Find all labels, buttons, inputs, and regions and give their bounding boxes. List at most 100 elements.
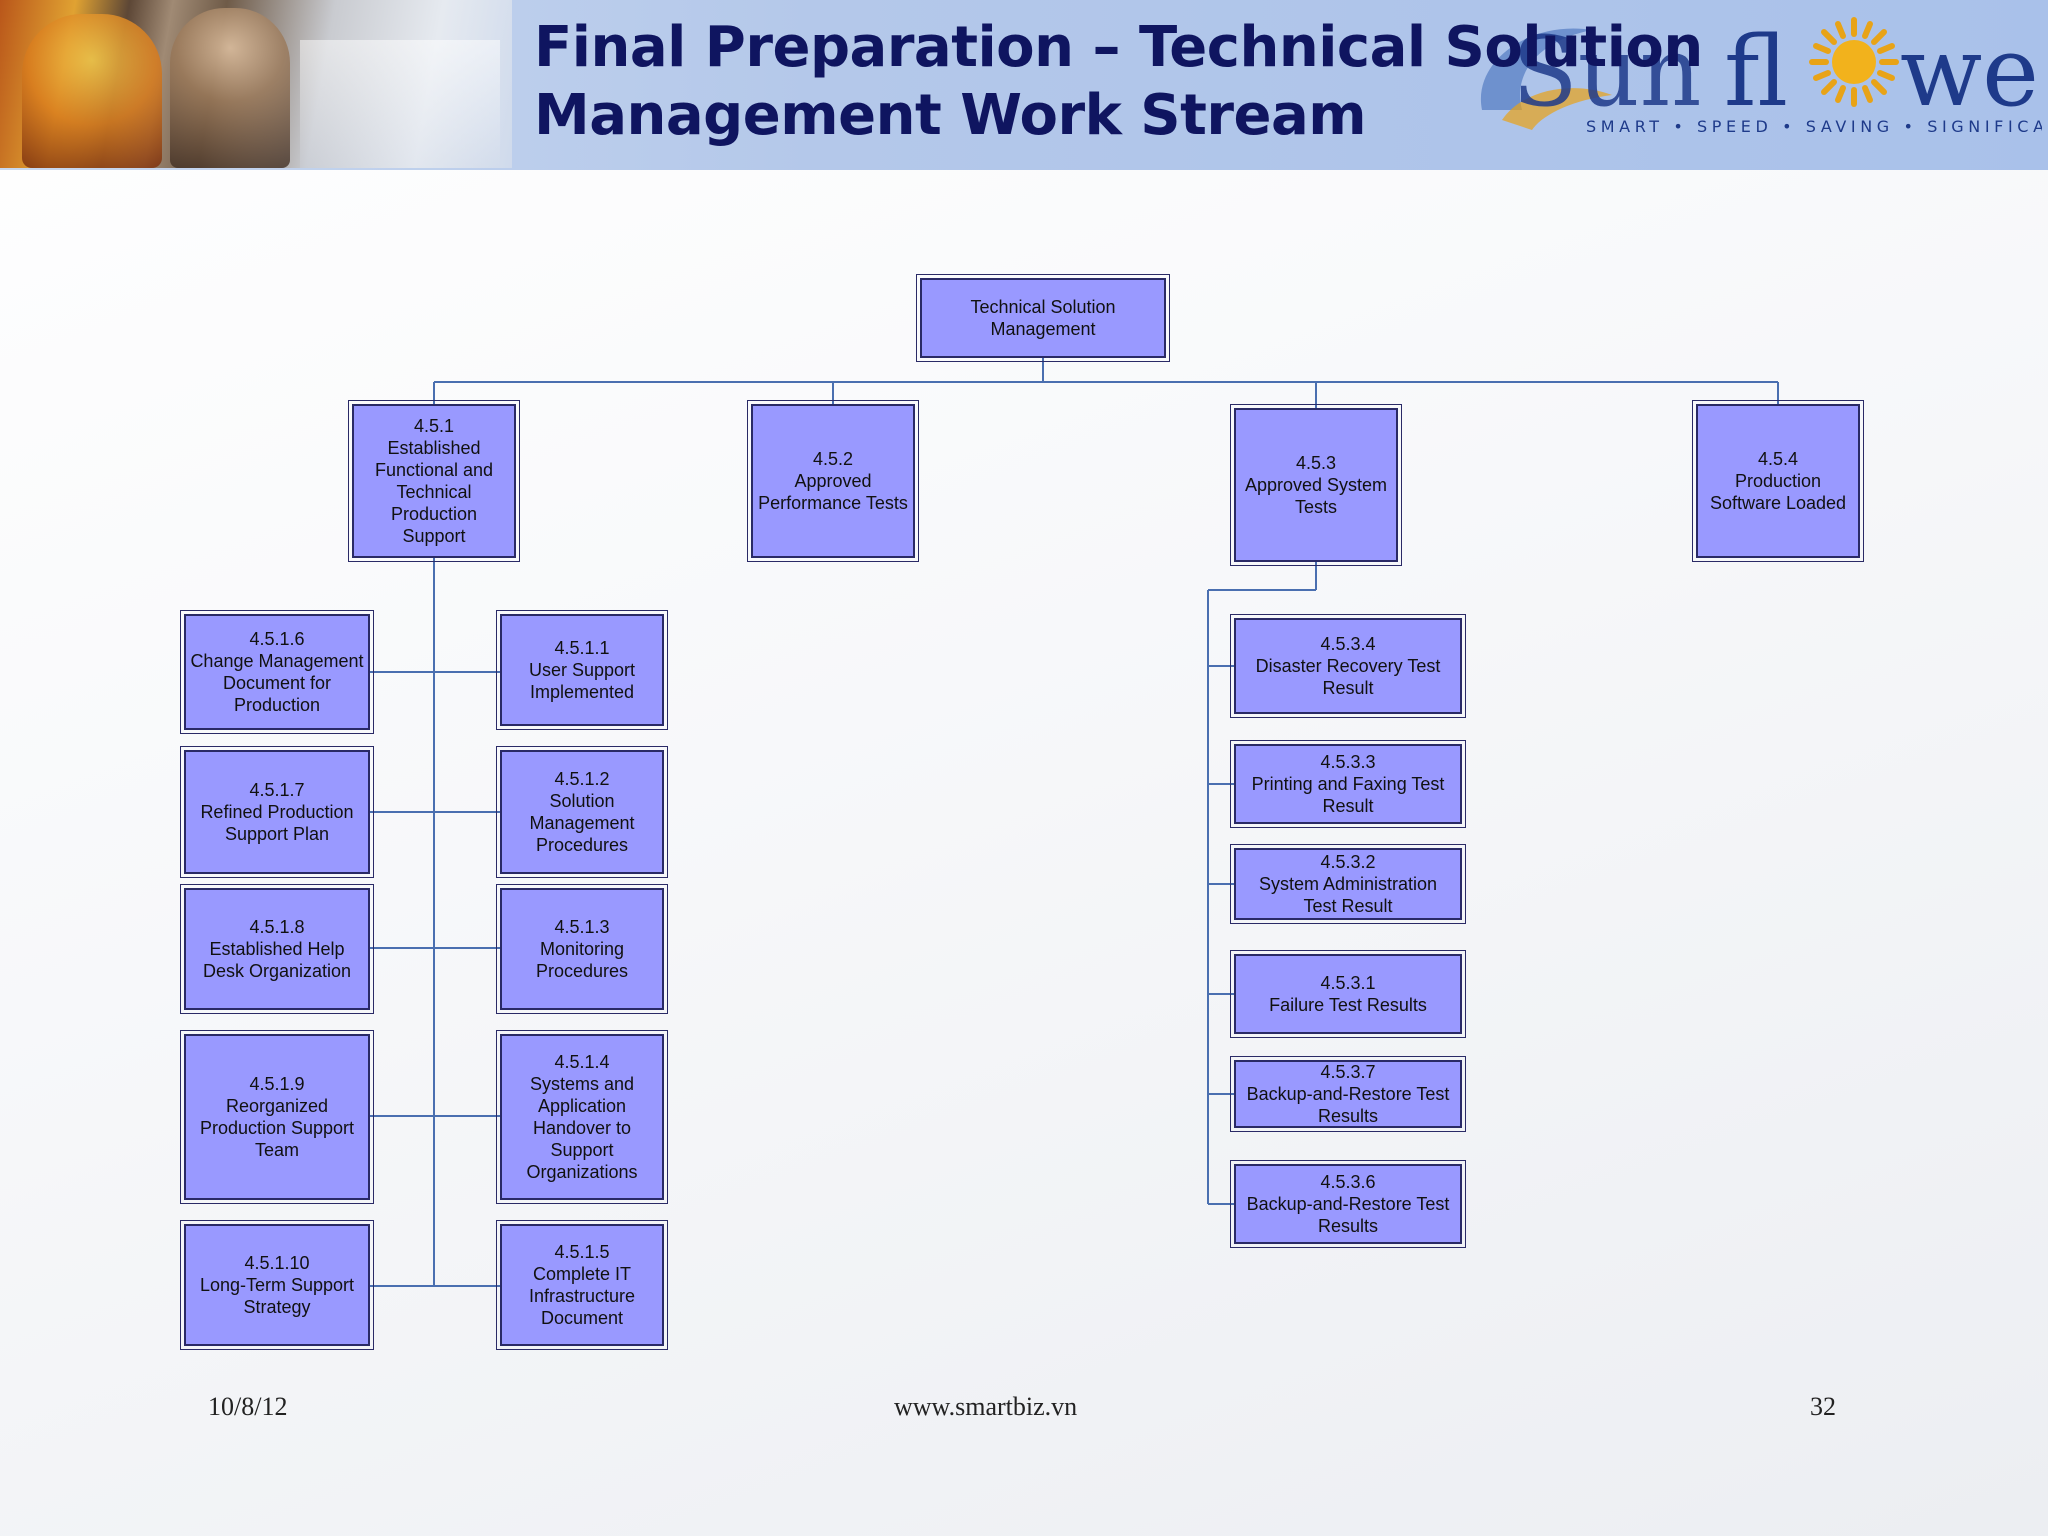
- node-line: Production Support: [199, 1118, 355, 1138]
- slide-title: Final Preparation – Technical Solution M…: [534, 14, 1734, 150]
- node-line: Implemented: [529, 682, 635, 702]
- node-line: System Administration: [1258, 874, 1438, 894]
- footer-website: www.smartbiz.vn: [894, 1392, 1078, 1421]
- node-line: 4.5.1.2: [554, 769, 610, 789]
- node-line: Support Plan: [224, 824, 330, 844]
- node-line: Technical Solution: [970, 297, 1116, 317]
- node-line: Technical: [396, 482, 472, 502]
- node-4-5-1-10: 4.5.1.10 Long-Term Support Strategy: [180, 1220, 374, 1350]
- node-line: Long-Term Support: [199, 1275, 355, 1295]
- photo-person-right: [170, 8, 290, 168]
- node-line: Results: [1317, 1106, 1379, 1126]
- node-line: Approved: [794, 471, 872, 491]
- node-line: 4.5.1.9: [249, 1074, 305, 1094]
- node-line: Backup-and-Restore Test: [1246, 1084, 1450, 1104]
- node-line: Result: [1322, 678, 1374, 698]
- node-line: 4.5.3: [1295, 453, 1337, 473]
- node-line: Production: [1734, 471, 1822, 491]
- photo-person-left: [22, 14, 162, 168]
- slide-header: Sun fl wer SMART • SPEED • SAVING • SIGN…: [0, 0, 2048, 170]
- node-line: 4.5.1.8: [249, 917, 305, 937]
- node-line: Handover to: [532, 1118, 632, 1138]
- node-line: 4.5.1.4: [554, 1052, 610, 1072]
- node-line: Functional and: [374, 460, 494, 480]
- node-line: 4.5.1.10: [244, 1253, 310, 1273]
- node-line: Document for: [222, 673, 332, 693]
- node-line: Production: [390, 504, 478, 524]
- node-line: 4.5.3.1: [1320, 973, 1376, 993]
- sunflower-logo: Sun fl wer SMART • SPEED • SAVING • SIGN…: [1462, 0, 2042, 150]
- photo-office-background: [300, 40, 500, 168]
- logo-text-sun: Sun: [1512, 16, 1701, 128]
- node-line: Procedures: [535, 961, 629, 981]
- node-4-5-3-6: 4.5.3.6 Backup-and-Restore Test Results: [1230, 1160, 1466, 1248]
- node-line: Backup-and-Restore Test: [1246, 1194, 1450, 1214]
- node-line: Performance Tests: [758, 493, 908, 513]
- node-line: Monitoring: [539, 939, 625, 959]
- node-line: Tests: [1294, 497, 1337, 517]
- node-line: Test Result: [1303, 896, 1393, 916]
- node-line: Change Management: [190, 651, 364, 671]
- node-4-5-1: 4.5.1 Established Functional and Technic…: [348, 400, 520, 562]
- node-4-5-1-4: 4.5.1.4 Systems and Application Handover…: [496, 1030, 668, 1204]
- node-line: Printing and Faxing Test: [1251, 774, 1445, 794]
- node-line: Strategy: [243, 1297, 311, 1317]
- title-line-2: Management Work Stream: [534, 83, 1367, 148]
- node-4-5-3-2: 4.5.3.2 System Administration Test Resul…: [1230, 844, 1466, 924]
- node-line: Approved System: [1244, 475, 1388, 495]
- node-line: 4.5.2: [812, 449, 854, 469]
- node-line: Refined Production: [200, 802, 354, 822]
- node-line: 4.5.1.5: [554, 1242, 610, 1262]
- node-line: 4.5.1: [413, 416, 455, 436]
- node-4-5-1-6: 4.5.1.6 Change Management Document for P…: [180, 610, 374, 734]
- node-line: Production: [233, 695, 321, 715]
- node-4-5-3-3: 4.5.3.3 Printing and Faxing Test Result: [1230, 740, 1466, 828]
- node-line: User Support: [528, 660, 636, 680]
- node-line: Results: [1317, 1216, 1379, 1236]
- node-line: 4.5.1.7: [249, 780, 305, 800]
- node-line: Organizations: [526, 1162, 638, 1182]
- node-line: Disaster Recovery Test: [1255, 656, 1441, 676]
- node-line: 4.5.3.3: [1320, 752, 1376, 772]
- node-line: Result: [1322, 796, 1374, 816]
- node-4-5-2: 4.5.2 Approved Performance Tests: [747, 400, 919, 562]
- sun-icon: [1809, 17, 1899, 107]
- node-line: 4.5.3.2: [1320, 852, 1376, 872]
- logo-text-wer: wer: [1900, 16, 2042, 128]
- node-line: Established Help: [209, 939, 345, 959]
- node-line: Management: [990, 319, 1096, 339]
- node-4-5-1-8: 4.5.1.8 Established Help Desk Organizati…: [180, 884, 374, 1014]
- node-4-5-1-1: 4.5.1.1 User Support Implemented: [496, 610, 668, 730]
- node-4-5-3: 4.5.3 Approved System Tests: [1230, 404, 1402, 566]
- node-line: 4.5.3.7: [1320, 1062, 1376, 1082]
- node-line: Failure Test Results: [1269, 995, 1427, 1015]
- node-4-5-3-4: 4.5.3.4 Disaster Recovery Test Result: [1230, 614, 1466, 718]
- node-line: 4.5.1.1: [554, 638, 610, 658]
- node-line: Application: [537, 1096, 627, 1116]
- node-line: Reorganized: [225, 1096, 329, 1116]
- node-line: Procedures: [535, 835, 629, 855]
- node-line: Infrastructure: [528, 1286, 636, 1306]
- node-line: 4.5.1.3: [554, 917, 610, 937]
- node-line: Support: [402, 526, 466, 546]
- node-line: 4.5.3.4: [1320, 634, 1376, 654]
- node-line: Document: [540, 1308, 624, 1328]
- footer-page-number: 32: [1810, 1392, 1836, 1421]
- node-4-5-4: 4.5.4 Production Software Loaded: [1692, 400, 1864, 562]
- title-line-1: Final Preparation – Technical Solution: [534, 15, 1703, 80]
- node-4-5-1-5: 4.5.1.5 Complete IT Infrastructure Docum…: [496, 1220, 668, 1350]
- node-line: Management: [529, 813, 635, 833]
- node-line: 4.5.4: [1757, 449, 1799, 469]
- logo-tagline: SMART • SPEED • SAVING • SIGNIFICANT: [1586, 117, 2042, 136]
- node-line: Solution: [549, 791, 615, 811]
- node-4-5-3-7: 4.5.3.7 Backup-and-Restore Test Results: [1230, 1056, 1466, 1132]
- node-4-5-3-1: 4.5.3.1 Failure Test Results: [1230, 950, 1466, 1038]
- node-4-5-1-2: 4.5.1.2 Solution Management Procedures: [496, 746, 668, 878]
- node-line: 4.5.3.6: [1320, 1172, 1376, 1192]
- node-line: Software Loaded: [1709, 493, 1847, 513]
- node-line: 4.5.1.6: [249, 629, 305, 649]
- node-4-5-1-3: 4.5.1.3 Monitoring Procedures: [496, 884, 668, 1014]
- node-4-5-1-7: 4.5.1.7 Refined Production Support Plan: [180, 746, 374, 878]
